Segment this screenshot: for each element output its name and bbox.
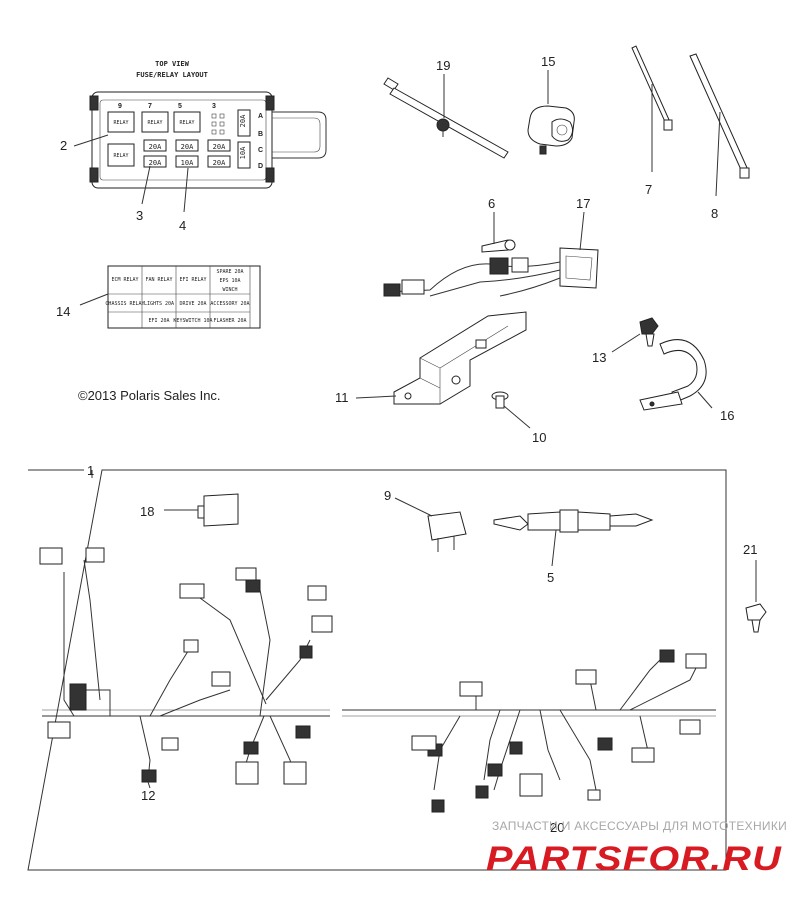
fuse-holder-5 xyxy=(493,509,654,567)
copyright: ©2013 Polaris Sales Inc. xyxy=(78,388,221,403)
harness-frame-1 xyxy=(27,469,727,871)
card-drive: DRIVE 20A xyxy=(179,301,206,307)
callout-14: 14 xyxy=(56,304,70,319)
fuse-rating-5: 10A xyxy=(181,159,194,167)
fuse-box-title-line2: FUSE/RELAY LAYOUT xyxy=(136,71,208,79)
callout-9: 9 xyxy=(384,488,391,503)
callout-20: 20 xyxy=(550,820,564,835)
callout-3: 3 xyxy=(136,208,143,223)
callout-4: 4 xyxy=(179,218,186,233)
fuse-box-num-5: 5 xyxy=(178,103,182,110)
callout-13: 13 xyxy=(592,350,606,365)
fuse-box-num-9: 9 xyxy=(118,103,122,110)
relay-label-4: RELAY xyxy=(113,153,128,159)
fuse-rating-6: 20A xyxy=(213,159,226,167)
callout-15: 15 xyxy=(541,54,555,69)
screw-6 xyxy=(481,212,516,253)
relay-18 xyxy=(164,493,239,527)
callout-11: 11 xyxy=(335,390,349,405)
callout-1: 1 xyxy=(87,463,94,478)
card-efi-relay: EFI RELAY xyxy=(179,277,206,283)
watermark-logo: PARTSFOR.RU xyxy=(486,840,783,878)
relay-label-1: RELAY xyxy=(113,120,128,126)
cable-tie-7 xyxy=(631,45,673,172)
side-fuse-2: 10A xyxy=(239,146,247,159)
relay-label-3: RELAY xyxy=(179,120,194,126)
card-accessory: ACCESSORY 20A xyxy=(210,301,249,307)
fuse-box-num-3: 3 xyxy=(212,103,216,110)
fuse-harness-17 xyxy=(383,211,599,297)
callout-2: 2 xyxy=(60,138,67,153)
cable-tie-8 xyxy=(689,53,750,197)
callout-12: 12 xyxy=(141,788,155,803)
main-harness-12 xyxy=(39,547,333,789)
row-letter-a: A xyxy=(258,113,263,120)
fuse-box-title-line1: TOP VIEW xyxy=(155,60,190,68)
card-winch: WINCH xyxy=(222,287,237,293)
card-fan-relay: FAN RELAY xyxy=(145,277,172,283)
callout-17: 17 xyxy=(576,196,590,211)
card-ecm-relay: ECM RELAY xyxy=(111,277,138,283)
callout-5: 5 xyxy=(547,570,554,585)
bolt-21 xyxy=(745,560,767,633)
card-chassis-relay: CHASSIS RELAY xyxy=(105,301,144,307)
fuse-box-num-7: 7 xyxy=(148,103,152,110)
fuse-rating-4: 20A xyxy=(149,159,162,167)
fuse-relay-box: TOP VIEW FUSE/RELAY LAYOUT 9 7 5 3 RELAY… xyxy=(73,60,327,213)
callout-18: 18 xyxy=(140,504,154,519)
card-eps: EPS 10A xyxy=(219,278,240,284)
row-letter-c: C xyxy=(258,147,263,154)
card-spare: SPARE 20A xyxy=(216,269,243,275)
screw-10 xyxy=(491,391,531,429)
callout-16: 16 xyxy=(720,408,734,423)
row-letter-b: B xyxy=(258,131,263,138)
bracket-11 xyxy=(355,311,527,405)
bolt-13 xyxy=(611,317,659,353)
flasher-9 xyxy=(394,497,467,552)
fuse-rating-3: 20A xyxy=(213,143,226,151)
card-lights: LIGHTS 20A xyxy=(144,301,174,307)
callout-10: 10 xyxy=(532,430,546,445)
fuse-rating-1: 20A xyxy=(149,143,162,151)
card-efi: EFI 20A xyxy=(148,318,169,324)
row-letter-d: D xyxy=(258,163,263,170)
clamp-16 xyxy=(639,339,713,411)
callout-7: 7 xyxy=(645,182,652,197)
side-fuse-1: 20A xyxy=(239,114,247,127)
callout-8: 8 xyxy=(711,206,718,221)
fuse-label-card: ECM RELAY FAN RELAY EFI RELAY SPARE 20A … xyxy=(79,265,261,329)
fuse-rating-2: 20A xyxy=(181,143,194,151)
connector-15 xyxy=(527,70,575,155)
chassis-harness-20 xyxy=(342,649,716,813)
callout-6: 6 xyxy=(488,196,495,211)
relay-label-2: RELAY xyxy=(147,120,162,126)
callout-19: 19 xyxy=(436,58,450,73)
watermark-tagline: ЗАПЧАСТИ И АКСЕССУАРЫ ДЛЯ МОТОТЕХНИКИ xyxy=(492,819,787,833)
callout-21: 21 xyxy=(743,542,757,557)
watermark: ЗАПЧАСТИ И АКСЕССУАРЫ ДЛЯ МОТОТЕХНИКИ PA… xyxy=(486,819,787,878)
card-keyswitch: KEYSWITCH 10A xyxy=(173,318,212,324)
cable-tie-19 xyxy=(383,74,509,159)
card-flasher: FLASHER 20A xyxy=(213,318,246,324)
